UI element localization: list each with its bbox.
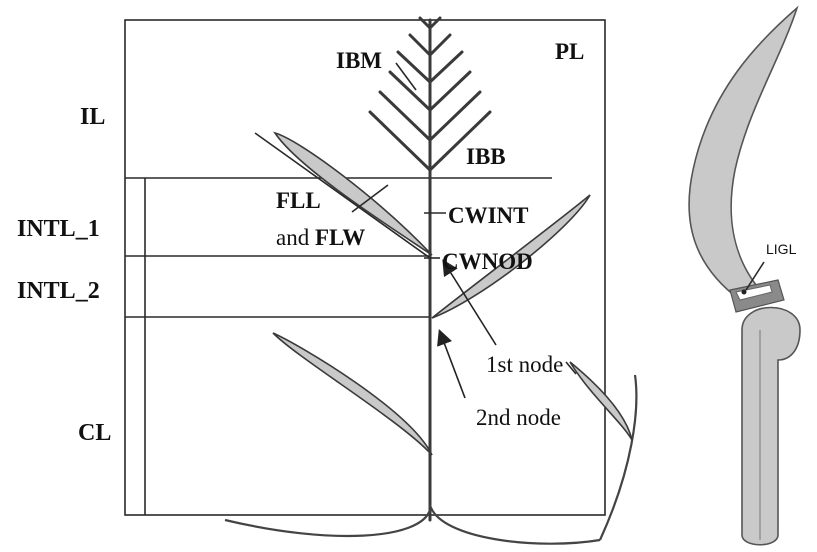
panicle	[368, 16, 492, 172]
node-1-arrow	[442, 259, 497, 346]
ibm-label: IBM	[336, 48, 382, 73]
leaf-sheath-shape	[741, 306, 801, 546]
flag-leaf	[273, 131, 433, 256]
intl-2-label: INTL_2	[17, 278, 100, 304]
il-label: IL	[80, 104, 105, 130]
base-curve-left	[224, 509, 432, 538]
flag-leaf-length-line	[254, 132, 431, 259]
lower-left-leaf	[272, 332, 433, 456]
ligl-label: LIGL	[766, 241, 797, 257]
ibm-pointer	[395, 62, 417, 91]
tiller-stem	[598, 374, 638, 541]
cwint-label: CWINT	[448, 203, 529, 228]
pl-label: PL	[555, 39, 584, 64]
base-curve-right	[428, 504, 601, 545]
node-2-label: 2nd node	[476, 405, 561, 430]
node-1-pointer-tick	[565, 361, 577, 375]
ibb-label: IBB	[466, 144, 506, 169]
ligl-pointer-dot	[741, 289, 747, 295]
fll-and-flw-label: and FLW	[276, 225, 365, 250]
cwnod-label: CWNOD	[442, 249, 533, 274]
and-text: and	[276, 225, 315, 250]
node-2-arrow	[437, 329, 466, 399]
tiller-leaf	[569, 361, 633, 441]
cl-label: CL	[78, 420, 111, 446]
plant-length-frame	[124, 19, 606, 516]
flag-leaf-width-line	[351, 184, 389, 213]
upper-right-leaf	[431, 194, 591, 319]
flw-text: FLW	[315, 225, 365, 250]
ligl-pointer	[745, 261, 765, 291]
intl-1-label: INTL_1	[17, 216, 100, 242]
node-1-label: 1st node	[486, 352, 563, 377]
fll-label: FLL	[276, 188, 321, 213]
ligule-detail	[688, 5, 801, 546]
ligule-white	[735, 284, 773, 301]
